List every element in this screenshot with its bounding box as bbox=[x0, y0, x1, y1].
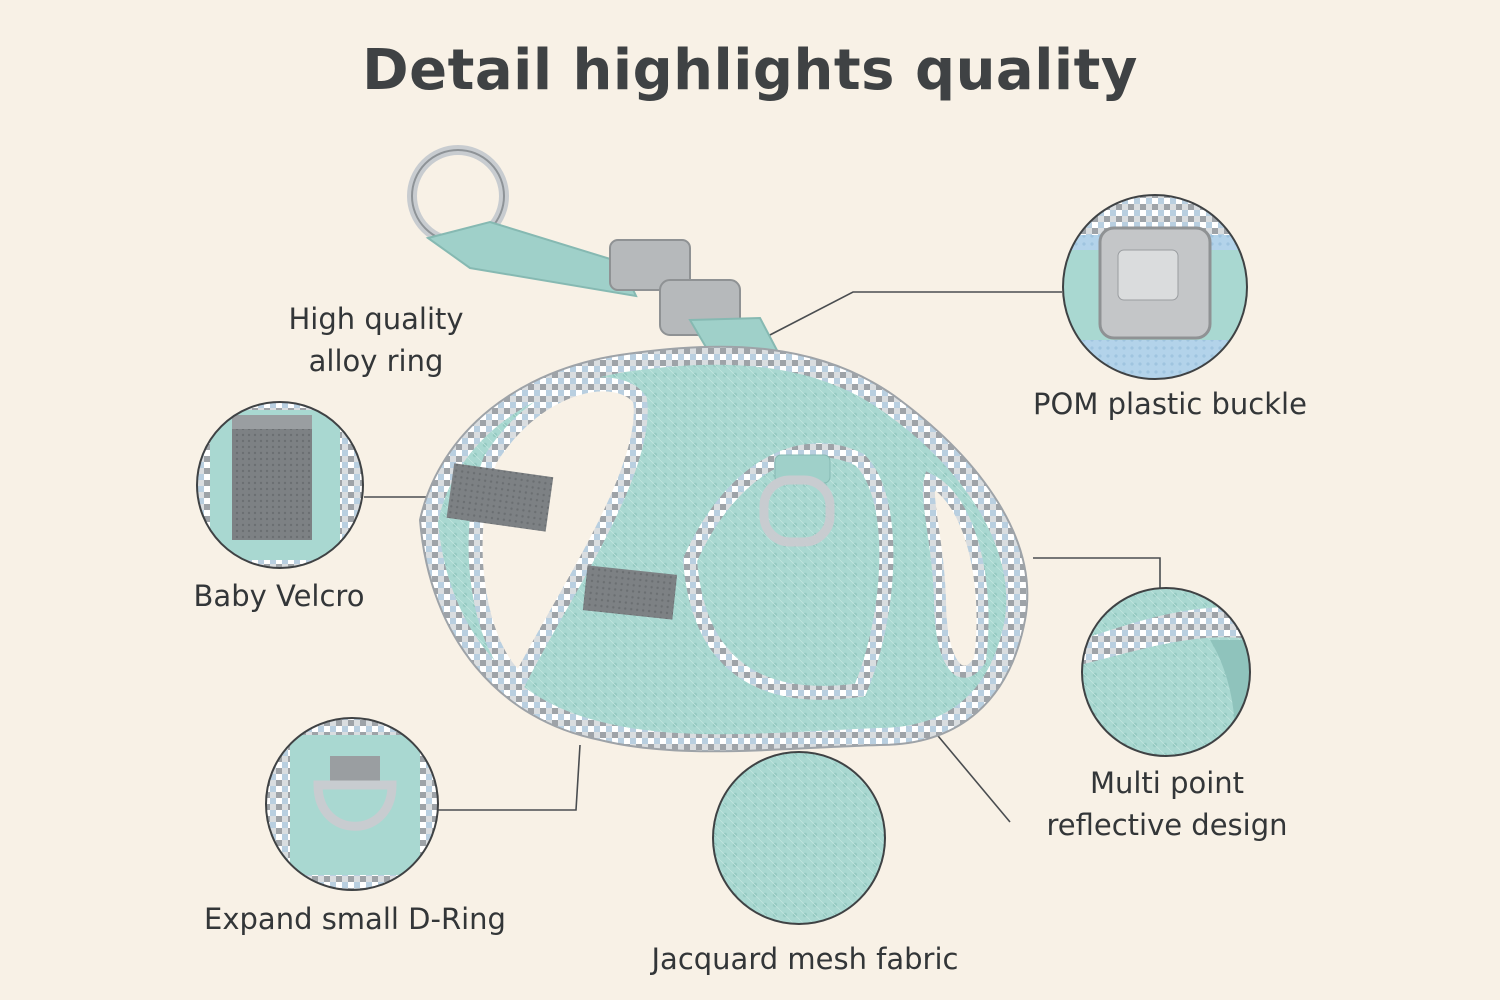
top-buckle bbox=[609, 239, 691, 291]
harness bbox=[407, 145, 1029, 753]
label-reflective-line-1: Multi point bbox=[1089, 766, 1245, 800]
velcro-patch bbox=[446, 463, 554, 532]
label-alloy-ring: High quality alloy ring bbox=[258, 298, 494, 382]
label-alloy-ring-line-2: alloy ring bbox=[308, 344, 444, 378]
label-velcro: Baby Velcro bbox=[193, 579, 365, 613]
leader-line-reflective bbox=[1033, 557, 1161, 588]
label-reflective-line-2: reflective design bbox=[1046, 808, 1288, 842]
leader-lines bbox=[364, 291, 1161, 823]
label-reflective: Multi point reflective design bbox=[1022, 762, 1312, 846]
detail-circle-reflective bbox=[1081, 587, 1251, 757]
detail-circle-buckle bbox=[1062, 194, 1248, 380]
detail-circle-velcro bbox=[196, 401, 364, 569]
back-d-ring bbox=[759, 475, 835, 547]
leader-line-d-ring bbox=[437, 744, 581, 811]
label-alloy-ring-line-1: High quality bbox=[288, 302, 464, 336]
leader-line-buckle bbox=[765, 291, 1062, 338]
detail-circle-mesh bbox=[712, 751, 886, 925]
label-d-ring: Expand small D-Ring bbox=[204, 902, 506, 936]
page-title: Detail highlights quality bbox=[362, 38, 1138, 103]
detail-circle-d-ring bbox=[265, 717, 439, 891]
label-mesh: Jacquard mesh fabric bbox=[651, 942, 959, 976]
label-buckle: POM plastic buckle bbox=[1033, 387, 1307, 421]
